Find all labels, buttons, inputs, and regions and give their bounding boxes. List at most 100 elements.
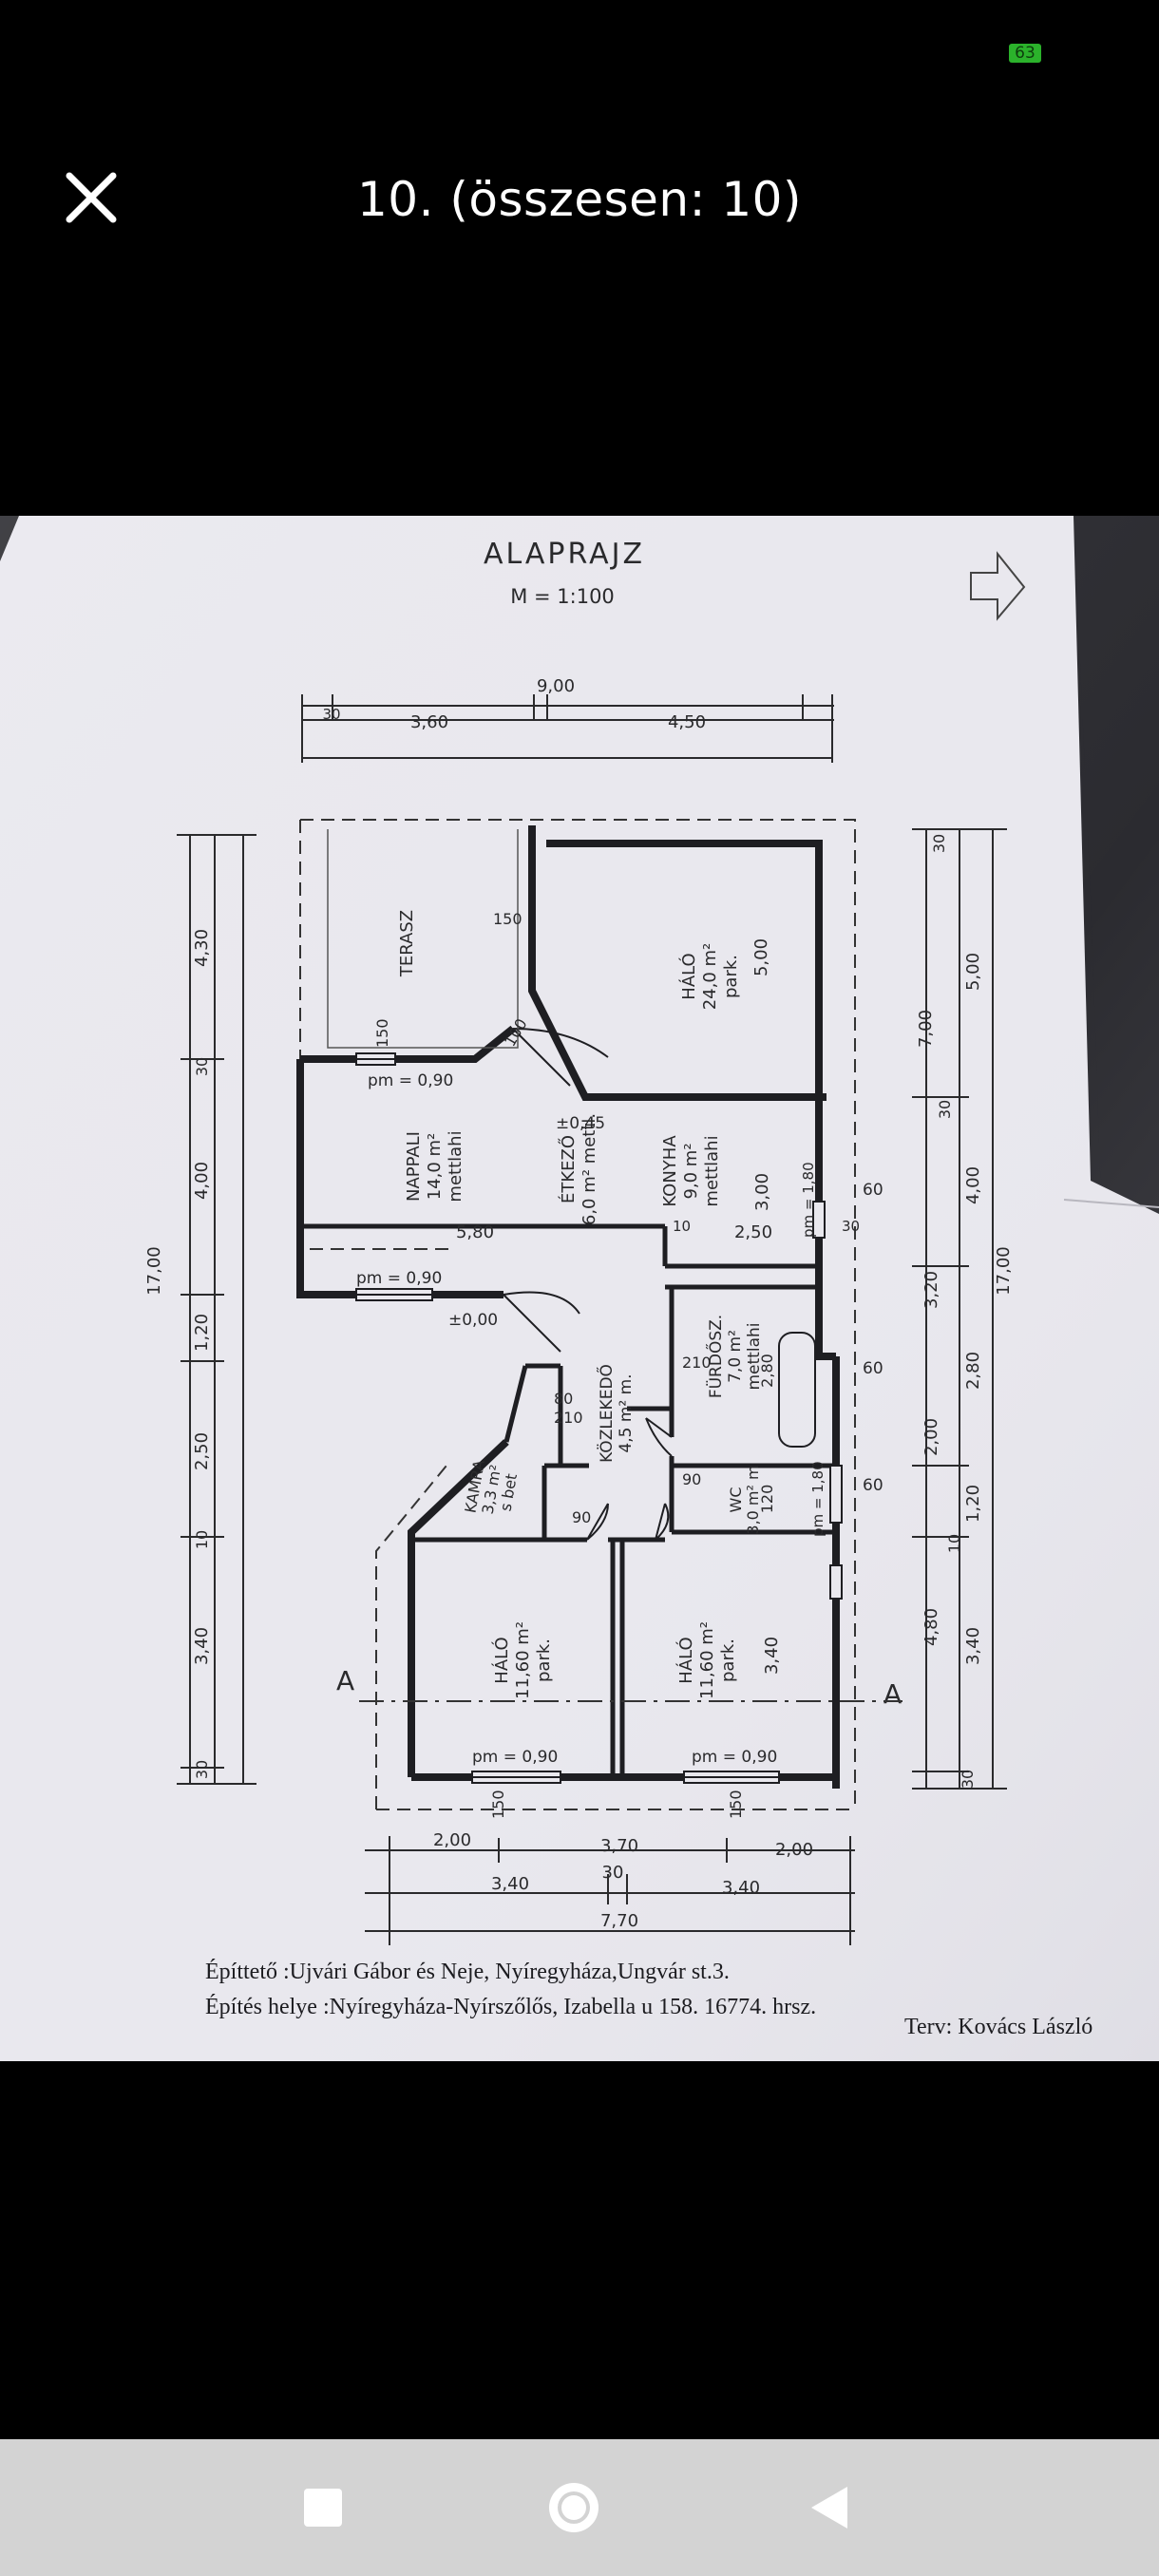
dim-right-2-80: 2,80 (963, 1352, 983, 1390)
label-60-a: 60 (863, 1181, 884, 1200)
dim-bottom-3-40-a: 3,40 (491, 1874, 529, 1894)
label-pm-090-top: pm = 0,90 (368, 1071, 453, 1090)
dim-right-4-80: 4,80 (922, 1608, 941, 1646)
room-kozlekedo: KÖZLEKEDŐ 4,5 m² m. (596, 1364, 636, 1463)
label-3-40: 3,40 (762, 1637, 782, 1675)
svg-text:11,60 m²: 11,60 m² (697, 1621, 717, 1699)
recents-button[interactable] (293, 2477, 353, 2538)
label-210-b: 210 (682, 1354, 712, 1372)
dim-right-2-00: 2,00 (922, 1418, 941, 1456)
bottom-dimension-lines (365, 1836, 855, 1945)
svg-text:mettlahi: mettlahi (702, 1135, 722, 1206)
room-halo-right: HÁLÓ 11,60 m² park. (675, 1621, 738, 1699)
dim-left-30-b: 30 (193, 1760, 211, 1779)
close-icon (66, 172, 117, 223)
top-dimension-lines (301, 694, 834, 763)
back-icon (811, 2487, 847, 2529)
label-level-000: ±0,00 (448, 1311, 498, 1330)
dim-right-1-20: 1,20 (963, 1485, 983, 1523)
label-60-b: 60 (863, 1359, 884, 1378)
dim-left-4-30: 4,30 (192, 929, 212, 967)
terrace-border (327, 829, 519, 1049)
dim-right-5-00: 5,00 (963, 953, 983, 991)
label-3-00: 3,00 (752, 1173, 772, 1211)
room-halo-left: HÁLÓ 11,60 m² park. (491, 1621, 554, 1699)
dim-left-1-20: 1,20 (192, 1314, 212, 1352)
label-pm-090-right: pm = 0,90 (692, 1748, 777, 1767)
plan-scale: M = 1:100 (510, 585, 615, 608)
label-5-80: 5,80 (456, 1222, 494, 1242)
room-konyha: KONYHA 9,0 m² mettlahi (660, 1135, 722, 1207)
svg-text:NAPPALI: NAPPALI (404, 1131, 424, 1202)
svg-text:HÁLÓ: HÁLÓ (678, 953, 699, 999)
section-marker-right: A (884, 1678, 902, 1710)
label-60-c: 60 (863, 1476, 884, 1495)
dim-right-10: 10 (945, 1534, 963, 1553)
label-pm-090-left: pm = 0,90 (472, 1748, 558, 1767)
room-wc: WC 3,0 m² m (727, 1465, 762, 1534)
svg-text:KÖZLEKEDŐ: KÖZLEKEDŐ (596, 1364, 617, 1463)
dim-left-10: 10 (193, 1530, 211, 1549)
status-bar: 63 (0, 0, 1159, 104)
label-90-b: 90 (682, 1470, 701, 1488)
dim-top-b: 4,50 (668, 712, 706, 732)
svg-text:WC: WC (727, 1487, 745, 1513)
label-210-a: 210 (554, 1409, 583, 1427)
label-30-a: 30 (842, 1218, 860, 1235)
close-button[interactable] (55, 161, 127, 234)
dim-left-30: 30 (193, 1057, 211, 1076)
dim-bottom-7-70: 7,70 (600, 1911, 638, 1931)
system-nav-bar (0, 2439, 1159, 2576)
left-dimension-lines (177, 834, 256, 1785)
photo-viewport[interactable]: ALAPRAJZ M = 1:100 9,00 3,60 4,50 30 (0, 516, 1159, 2061)
label-2-80: 2,80 (758, 1354, 776, 1388)
svg-text:park.: park. (721, 955, 741, 998)
svg-text:FÜRDŐSZ.: FÜRDŐSZ. (705, 1315, 726, 1398)
svg-text:park.: park. (718, 1638, 738, 1682)
dim-right-4-00: 4,00 (963, 1166, 983, 1204)
section-marker-left: A (336, 1665, 354, 1696)
north-arrow-icon (970, 551, 1026, 621)
label-pm-180-b: pm = 1,80 (809, 1461, 826, 1537)
home-icon (549, 2483, 598, 2532)
svg-text:3,0 m² m: 3,0 m² m (744, 1465, 762, 1534)
viewer-toolbar: 10. (összesen: 10) (0, 133, 1159, 266)
svg-text:11,60 m²: 11,60 m² (513, 1621, 533, 1699)
dim-left-2-50: 2,50 (192, 1432, 212, 1470)
home-button[interactable] (543, 2477, 604, 2538)
dim-right-17-00: 17,00 (994, 1246, 1014, 1296)
dim-top-c: 30 (322, 706, 340, 723)
viewer-title: 10. (összesen: 10) (357, 172, 802, 227)
dim-right-30: 30 (936, 1100, 954, 1119)
label-level-045: ±0,45 (556, 1114, 605, 1133)
label-150-win-left: 150 (373, 1018, 391, 1048)
room-halo-top: HÁLÓ 24,0 m² park. (678, 943, 741, 1011)
footer-builder: Építtető :Ujvári Gábor és Neje, Nyíregyh… (205, 1960, 730, 1984)
dim-left-17-00: 17,00 (144, 1246, 164, 1296)
recents-icon (304, 2489, 342, 2527)
footer-designer: Terv: Kovács László (904, 2015, 1092, 2039)
back-button[interactable] (800, 2477, 861, 2538)
label-90-a: 90 (572, 1508, 591, 1526)
label-5-00: 5,00 (751, 938, 771, 976)
svg-text:9,0 m²: 9,0 m² (681, 1143, 701, 1199)
dim-right-3-20: 3,20 (922, 1271, 941, 1309)
door-swings (503, 1028, 673, 1541)
windows (355, 1052, 843, 1784)
footer-site: Építés helye :Nyíregyháza-Nyírszőlős, Iz… (205, 1995, 816, 2019)
label-80-kamra: 80 (554, 1390, 573, 1408)
room-terasz: TERASZ (397, 910, 417, 977)
svg-text:HÁLÓ: HÁLÓ (491, 1637, 512, 1683)
dim-bottom-3-70: 3,70 (600, 1836, 638, 1856)
dim-bottom-30: 30 (602, 1863, 624, 1883)
dim-total-top: 9,00 (537, 676, 575, 696)
svg-text:24,0 m²: 24,0 m² (700, 943, 720, 1011)
room-etkezo: ÉTKEZŐ 6,0 m² mettl. (558, 1113, 599, 1225)
dim-right-30-bottom: 30 (959, 1770, 977, 1789)
dim-right-3-40: 3,40 (963, 1627, 983, 1665)
svg-text:HÁLÓ: HÁLÓ (675, 1637, 696, 1683)
dim-bottom-2-00-a: 2,00 (433, 1830, 471, 1850)
svg-text:mettlahi: mettlahi (745, 1323, 764, 1391)
dim-top-a: 3,60 (410, 712, 448, 732)
svg-text:mettlahi: mettlahi (446, 1130, 466, 1202)
